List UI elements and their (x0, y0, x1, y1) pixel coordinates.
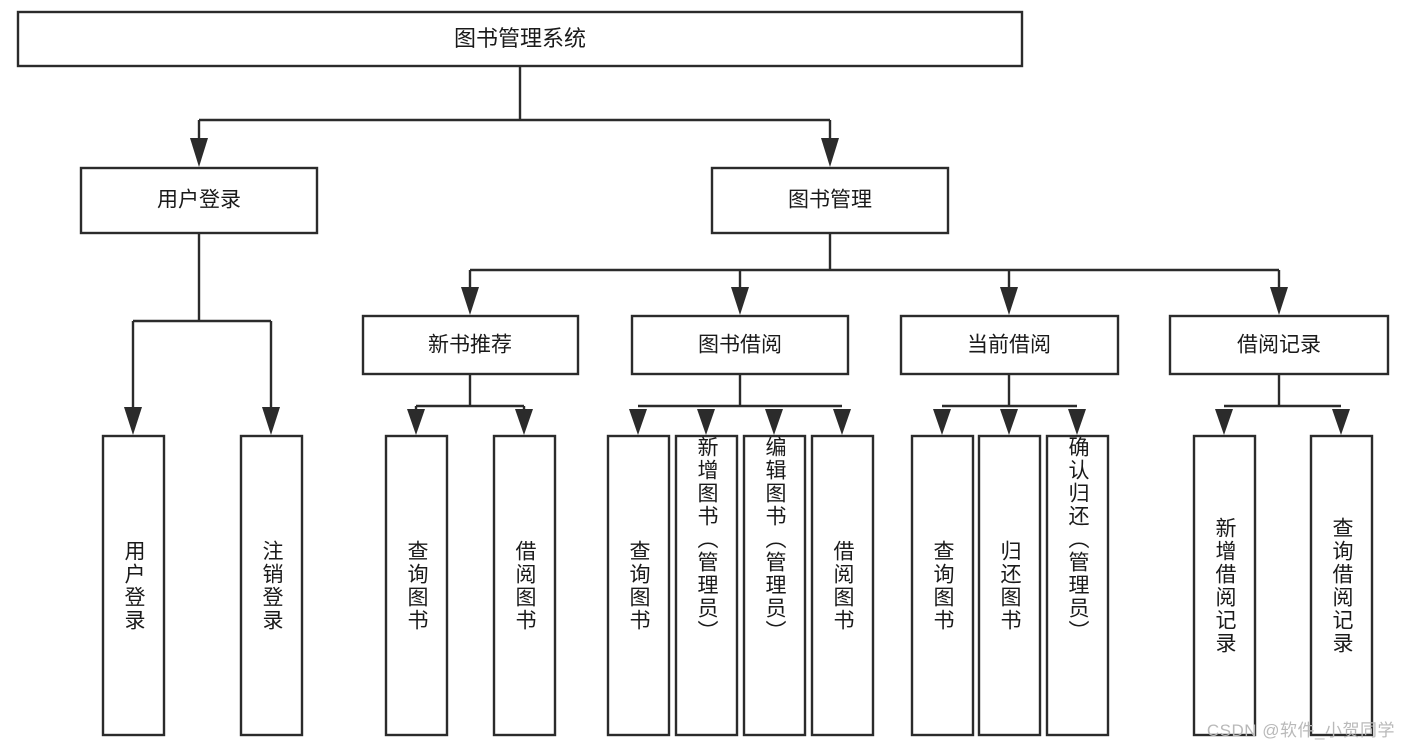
arrowhead-book-borrow (731, 287, 749, 315)
leaf-box-current-borrow-2[interactable] (977, 434, 1042, 737)
node-book-borrow-box[interactable] (630, 314, 850, 376)
arrowhead-new-book (461, 287, 479, 315)
arrowhead-leaf-currentborrow-1 (933, 409, 951, 435)
leaf-box-user-login-2[interactable] (239, 434, 304, 737)
arrowhead-leaf-bookborrow-3 (765, 409, 783, 435)
leaf-group-borrow-record (1192, 434, 1374, 737)
node-user-login-box[interactable] (79, 166, 319, 235)
arrowhead-leaf-currentborrow-3 (1068, 409, 1086, 435)
arrowhead-leaf-newbook-1 (407, 409, 425, 435)
node-root-box[interactable] (16, 10, 1024, 68)
connector-group-new-book (407, 374, 533, 435)
connector-group-user-login (124, 233, 280, 435)
arrowhead-leaf-currentborrow-2 (1000, 409, 1018, 435)
leaf-group-current-borrow (910, 434, 1110, 737)
connector-group-book-borrow (629, 374, 851, 435)
node-root[interactable]: 图书管理系统 (16, 10, 1024, 68)
leaf-group-new-book-recommend (384, 434, 557, 737)
node-book-manage-box[interactable] (710, 166, 950, 235)
leaf-box-book-borrow-2[interactable] (674, 434, 739, 737)
arrowhead-leaf-borrowrecord-1 (1215, 409, 1233, 435)
leaf-group-user-login (101, 434, 304, 737)
arrowhead-leaf-bookborrow-1 (629, 409, 647, 435)
arrowhead-leaf-user-login-2 (262, 407, 280, 435)
arrowhead-borrow-record (1270, 287, 1288, 315)
node-new-book-recommend-box[interactable] (361, 314, 580, 376)
arrowhead-leaf-user-login-1 (124, 407, 142, 435)
arrowhead-book-manage (821, 138, 839, 167)
arrowhead-leaf-borrowrecord-2 (1332, 409, 1350, 435)
leaf-box-new-book-1[interactable] (384, 434, 449, 737)
node-current-borrow-box[interactable] (899, 314, 1120, 376)
node-borrow-record-box[interactable] (1168, 314, 1390, 376)
leaf-box-book-borrow-4[interactable] (810, 434, 875, 737)
leaf-box-current-borrow-3[interactable] (1045, 434, 1110, 737)
node-borrow-record-label: 借阅记录 (1237, 334, 1321, 357)
leaf-box-current-borrow-1[interactable] (910, 434, 975, 737)
node-current-borrow[interactable]: 当前借阅 (899, 314, 1120, 376)
node-user-login-label: 用户登录 (157, 189, 241, 212)
arrowhead-current-borrow (1000, 287, 1018, 315)
connector-group-book-manage (461, 233, 1288, 315)
connector-group-borrow-record (1215, 374, 1350, 435)
arrowhead-user-login (190, 138, 208, 167)
csdn-watermark: CSDN @软件_小贺同学 (1206, 721, 1395, 740)
arrowhead-leaf-newbook-2 (515, 409, 533, 435)
leaf-box-book-borrow-1[interactable] (606, 434, 671, 737)
node-book-borrow-label: 图书借阅 (698, 334, 782, 357)
leaf-box-book-borrow-3[interactable] (742, 434, 807, 737)
connector-group-current-borrow (933, 374, 1086, 435)
node-borrow-record[interactable]: 借阅记录 (1168, 314, 1390, 376)
node-new-book-recommend[interactable]: 新书推荐 (361, 314, 580, 376)
node-new-book-recommend-label: 新书推荐 (428, 334, 512, 357)
node-book-manage[interactable]: 图书管理 (710, 166, 950, 235)
node-book-borrow[interactable]: 图书借阅 (630, 314, 850, 376)
node-user-login[interactable]: 用户登录 (79, 166, 319, 235)
leaf-box-borrow-record-1[interactable] (1192, 434, 1257, 737)
node-root-label: 图书管理系统 (454, 26, 586, 51)
leaf-group-book-borrow (606, 434, 875, 737)
leaf-box-user-login-1[interactable] (101, 434, 166, 737)
node-book-manage-label: 图书管理 (788, 189, 872, 212)
leaf-box-borrow-record-2[interactable] (1309, 434, 1374, 737)
leaf-box-new-book-2[interactable] (492, 434, 557, 737)
node-current-borrow-label: 当前借阅 (967, 334, 1051, 357)
connector-group-root (190, 66, 839, 167)
arrowhead-leaf-bookborrow-4 (833, 409, 851, 435)
arrowhead-leaf-bookborrow-2 (697, 409, 715, 435)
